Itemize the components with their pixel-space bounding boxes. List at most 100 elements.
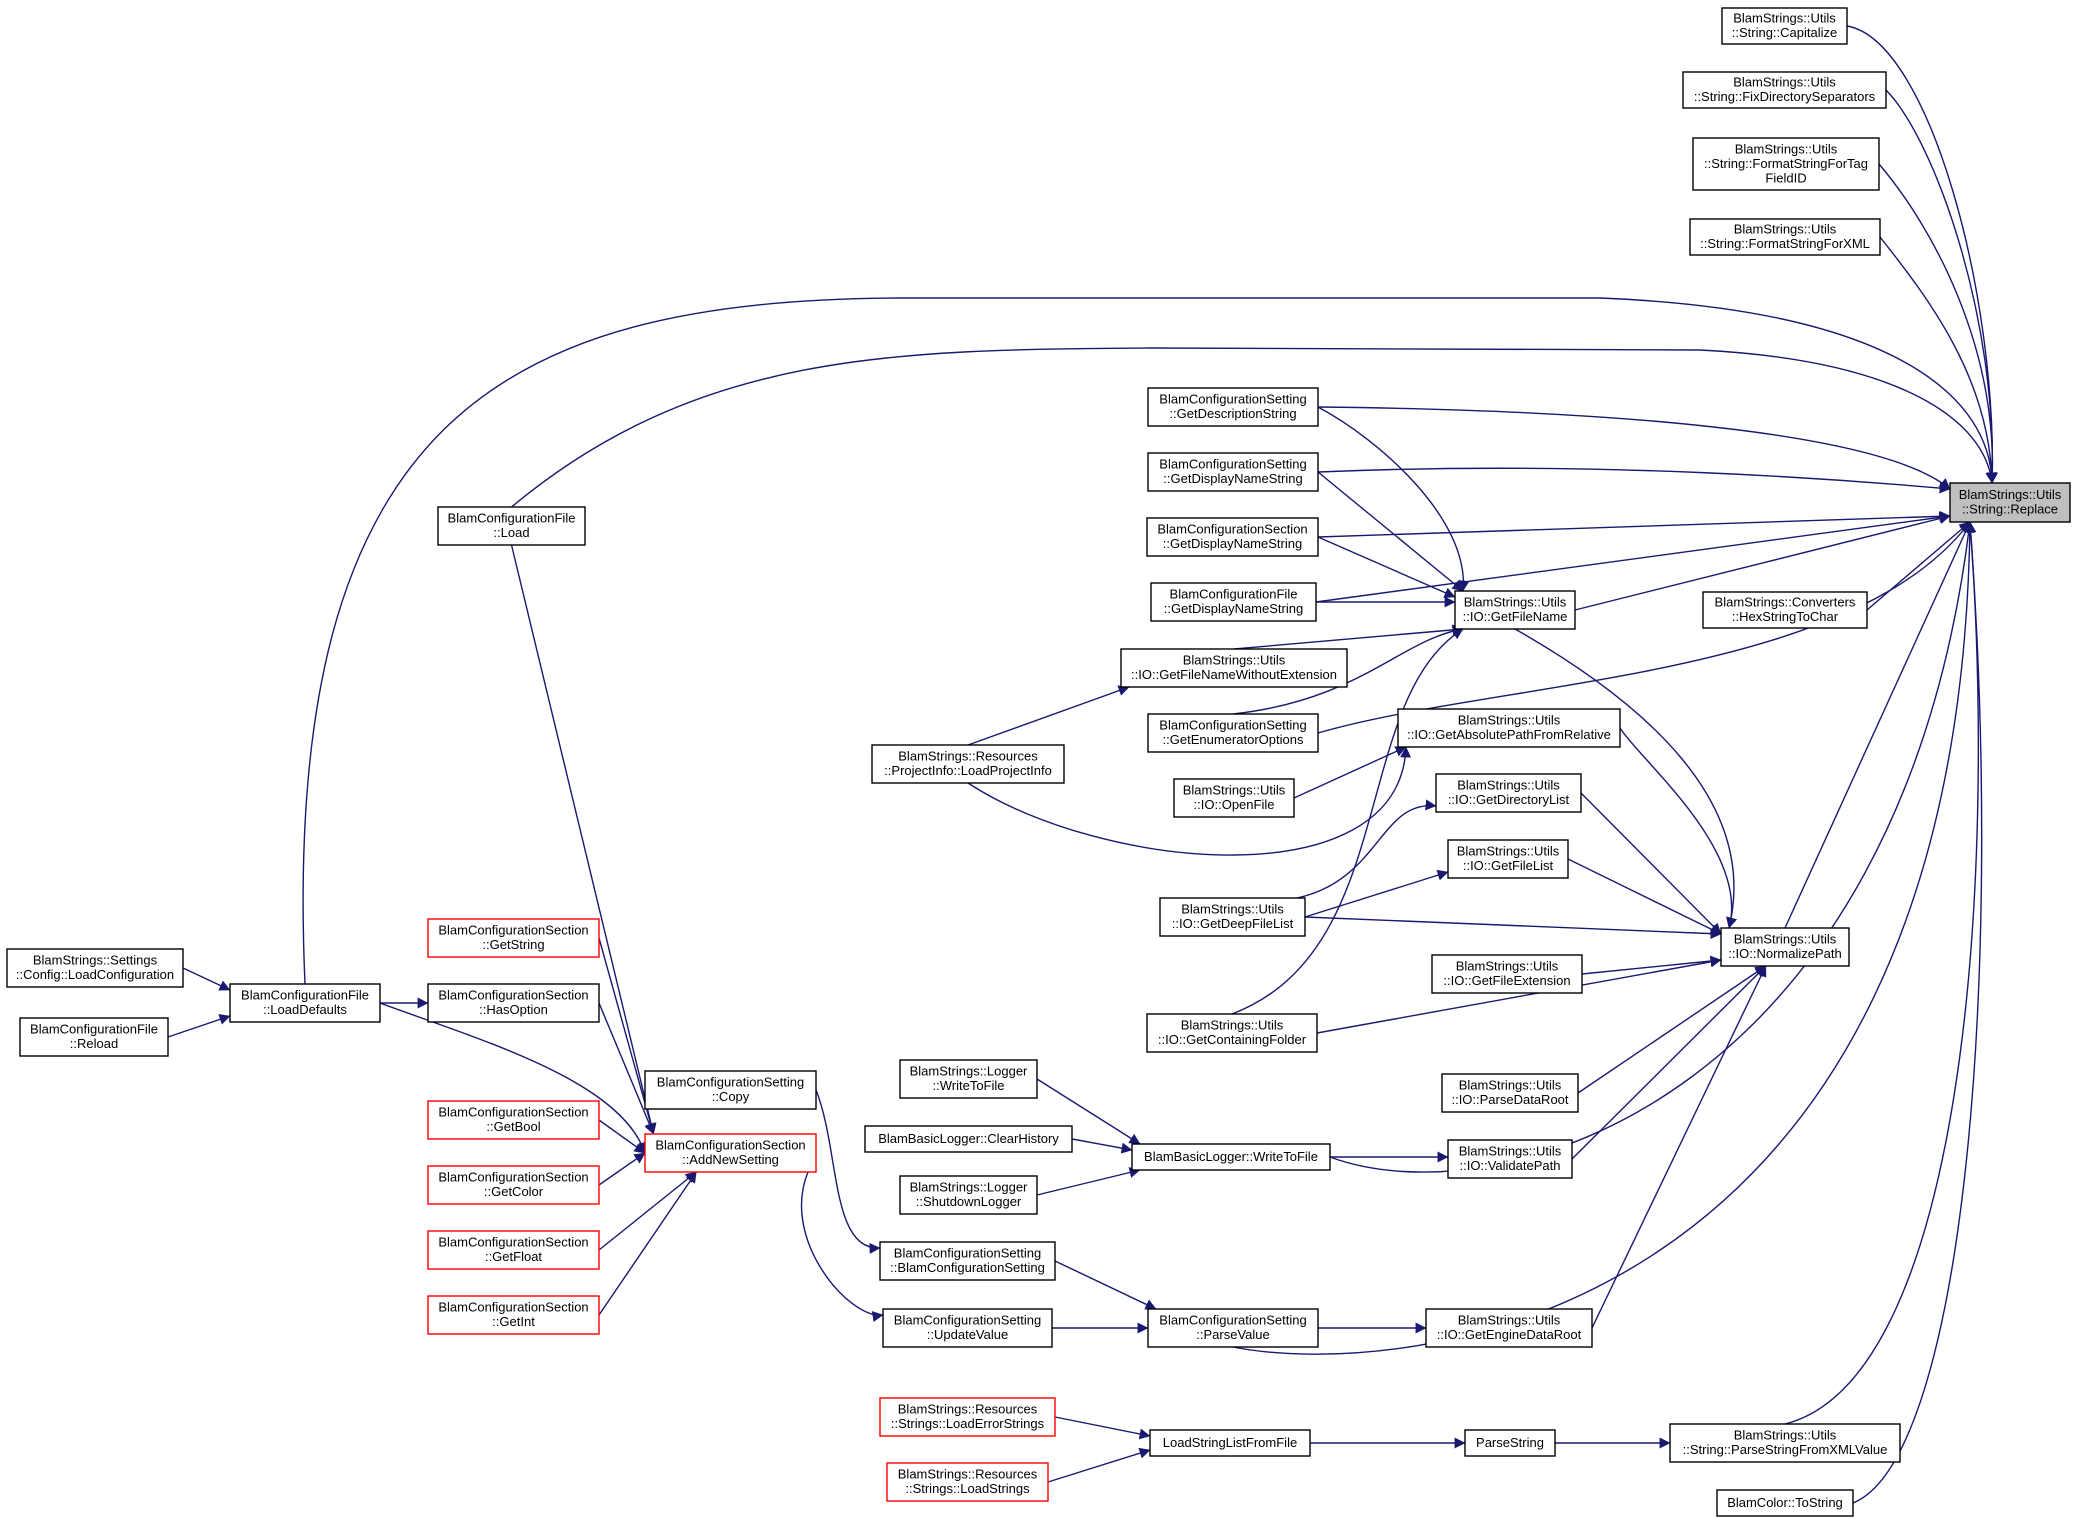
node-box[interactable] <box>644 1070 817 1110</box>
node-box[interactable] <box>1447 1139 1573 1179</box>
node-logger-write[interactable]: BlamStrings::Logger::WriteToFile <box>899 1059 1038 1099</box>
node-cs-parse[interactable]: BlamConfigurationSetting::ParseValue <box>1147 1308 1319 1348</box>
node-getfileext[interactable]: BlamStrings::Utils::IO::GetFileExtension <box>1431 954 1583 994</box>
node-box[interactable] <box>879 1397 1056 1437</box>
node-loadconfig[interactable]: BlamStrings::Settings::Config::LoadConfi… <box>6 948 184 988</box>
node-box[interactable] <box>1147 713 1319 753</box>
node-cs-update[interactable]: BlamConfigurationSetting::UpdateValue <box>882 1308 1053 1348</box>
node-fixdir[interactable]: BlamStrings::Utils::String::FixDirectory… <box>1682 71 1887 109</box>
node-box[interactable] <box>1669 1423 1901 1463</box>
node-box[interactable] <box>437 506 586 546</box>
node-box[interactable] <box>427 1295 600 1335</box>
node-box[interactable] <box>6 948 184 988</box>
node-box[interactable] <box>899 1059 1038 1099</box>
node-box[interactable] <box>882 1308 1053 1348</box>
node-cs-getdisp[interactable]: BlamConfigurationSetting::GetDisplayName… <box>1147 452 1319 492</box>
node-csec-getstring[interactable]: BlamConfigurationSection::GetString <box>427 918 600 958</box>
node-validatepath[interactable]: BlamStrings::Utils::IO::ValidatePath <box>1447 1139 1573 1179</box>
node-box[interactable] <box>1147 452 1319 492</box>
node-cf-load[interactable]: BlamConfigurationFile::Load <box>437 506 586 546</box>
node-box[interactable] <box>1716 1489 1854 1517</box>
node-getengroot[interactable]: BlamStrings::Utils::IO::GetEngineDataRoo… <box>1425 1308 1593 1348</box>
node-box[interactable] <box>1689 218 1881 256</box>
node-box[interactable] <box>1454 590 1576 630</box>
node-parsestring[interactable]: ParseString <box>1464 1429 1556 1457</box>
node-hexstr[interactable]: BlamStrings::Converters::HexStringToChar <box>1702 591 1868 629</box>
node-parsedataroot[interactable]: BlamStrings::Utils::IO::ParseDataRoot <box>1441 1073 1579 1113</box>
node-box[interactable] <box>1692 137 1880 191</box>
node-csec-getfloat[interactable]: BlamConfigurationSection::GetFloat <box>427 1230 600 1270</box>
node-box[interactable] <box>19 1017 169 1057</box>
node-box[interactable] <box>886 1462 1049 1502</box>
node-box[interactable] <box>1397 708 1621 748</box>
node-csec-getdisp[interactable]: BlamConfigurationSection::GetDisplayName… <box>1146 517 1319 557</box>
node-csec-hasopt[interactable]: BlamConfigurationSection::HasOption <box>427 983 600 1023</box>
node-cs-copy[interactable]: BlamConfigurationSetting::Copy <box>644 1070 817 1110</box>
node-box[interactable] <box>864 1125 1073 1153</box>
node-box[interactable] <box>1147 387 1319 427</box>
node-box[interactable] <box>899 1175 1038 1215</box>
node-box[interactable] <box>427 1165 600 1205</box>
node-normpath[interactable]: BlamStrings::Utils::IO::NormalizePath <box>1720 927 1850 967</box>
node-box[interactable] <box>879 1241 1056 1281</box>
node-getdeeplist[interactable]: BlamStrings::Utils::IO::GetDeepFileList <box>1159 897 1306 937</box>
node-box[interactable] <box>427 1100 600 1140</box>
node-box[interactable] <box>427 983 600 1023</box>
node-box[interactable] <box>1159 897 1306 937</box>
node-getfnnoext[interactable]: BlamStrings::Utils::IO::GetFileNameWitho… <box>1120 648 1348 688</box>
node-csec-getbool[interactable]: BlamConfigurationSection::GetBool <box>427 1100 600 1140</box>
node-logger-shutdown[interactable]: BlamStrings::Logger::ShutdownLogger <box>899 1175 1038 1215</box>
node-box[interactable] <box>427 1230 600 1270</box>
node-capitalize[interactable]: BlamStrings::Utils::String::Capitalize <box>1721 7 1848 45</box>
node-cf-getdisp[interactable]: BlamConfigurationFile::GetDisplayNameStr… <box>1150 582 1317 622</box>
node-box[interactable] <box>1146 517 1319 557</box>
node-csec-addnew[interactable]: BlamConfigurationSection::AddNewSetting <box>644 1133 817 1173</box>
node-bbl-write[interactable]: BlamBasicLogger::WriteToFile <box>1131 1143 1331 1171</box>
node-getabspath[interactable]: BlamStrings::Utils::IO::GetAbsolutePathF… <box>1397 708 1621 748</box>
node-getfilename[interactable]: BlamStrings::Utils::IO::GetFileName <box>1454 590 1576 630</box>
node-openfile[interactable]: BlamStrings::Utils::IO::OpenFile <box>1173 778 1295 818</box>
node-cs-getenum[interactable]: BlamConfigurationSetting::GetEnumeratorO… <box>1147 713 1319 753</box>
node-box[interactable] <box>1464 1429 1556 1457</box>
node-box[interactable] <box>1720 927 1850 967</box>
node-box[interactable] <box>1435 773 1582 813</box>
node-box[interactable] <box>1702 591 1868 629</box>
node-getdirlist[interactable]: BlamStrings::Utils::IO::GetDirectoryList <box>1435 773 1582 813</box>
node-loaderr[interactable]: BlamStrings::Resources::Strings::LoadErr… <box>879 1397 1056 1437</box>
node-getcontfolder[interactable]: BlamStrings::Utils::IO::GetContainingFol… <box>1146 1013 1318 1053</box>
node-fmttag[interactable]: BlamStrings::Utils::String::FormatString… <box>1692 137 1880 191</box>
node-box[interactable] <box>427 918 600 958</box>
node-box[interactable] <box>1149 1429 1311 1457</box>
node-bbl-clear[interactable]: BlamBasicLogger::ClearHistory <box>864 1125 1073 1153</box>
node-box[interactable] <box>1721 7 1848 45</box>
node-box[interactable] <box>1120 648 1348 688</box>
node-loadstrings[interactable]: BlamStrings::Resources::Strings::LoadStr… <box>886 1462 1049 1502</box>
node-csec-getint[interactable]: BlamConfigurationSection::GetInt <box>427 1295 600 1335</box>
node-box[interactable] <box>1425 1308 1593 1348</box>
node-box[interactable] <box>229 983 381 1023</box>
node-box[interactable] <box>1441 1073 1579 1113</box>
node-fmtxml[interactable]: BlamStrings::Utils::String::FormatString… <box>1689 218 1881 256</box>
node-cf-loaddef[interactable]: BlamConfigurationFile::LoadDefaults <box>229 983 381 1023</box>
node-box[interactable] <box>871 744 1065 784</box>
node-box[interactable] <box>1146 1013 1318 1053</box>
node-getfilelist[interactable]: BlamStrings::Utils::IO::GetFileList <box>1447 839 1569 879</box>
node-loadstrlist[interactable]: LoadStringListFromFile <box>1149 1429 1311 1457</box>
node-replace[interactable]: BlamStrings::Utils::String::Replace <box>1949 482 2071 523</box>
node-cs-getdesc[interactable]: BlamConfigurationSetting::GetDescription… <box>1147 387 1319 427</box>
node-box[interactable] <box>644 1133 817 1173</box>
node-box[interactable] <box>1173 778 1295 818</box>
node-box[interactable] <box>1131 1143 1331 1171</box>
node-box[interactable] <box>1147 1308 1319 1348</box>
node-csec-getcolor[interactable]: BlamConfigurationSection::GetColor <box>427 1165 600 1205</box>
node-cf-reload[interactable]: BlamConfigurationFile::Reload <box>19 1017 169 1057</box>
node-box[interactable] <box>1150 582 1317 622</box>
node-box[interactable] <box>1447 839 1569 879</box>
node-parsexml[interactable]: BlamStrings::Utils::String::ParseStringF… <box>1669 1423 1901 1463</box>
node-box[interactable] <box>1431 954 1583 994</box>
node-loadproj[interactable]: BlamStrings::Resources::ProjectInfo::Loa… <box>871 744 1065 784</box>
node-colortostr[interactable]: BlamColor::ToString <box>1716 1489 1854 1517</box>
node-box[interactable] <box>1949 482 2071 523</box>
node-cs-ctor[interactable]: BlamConfigurationSetting::BlamConfigurat… <box>879 1241 1056 1281</box>
node-box[interactable] <box>1682 71 1887 109</box>
